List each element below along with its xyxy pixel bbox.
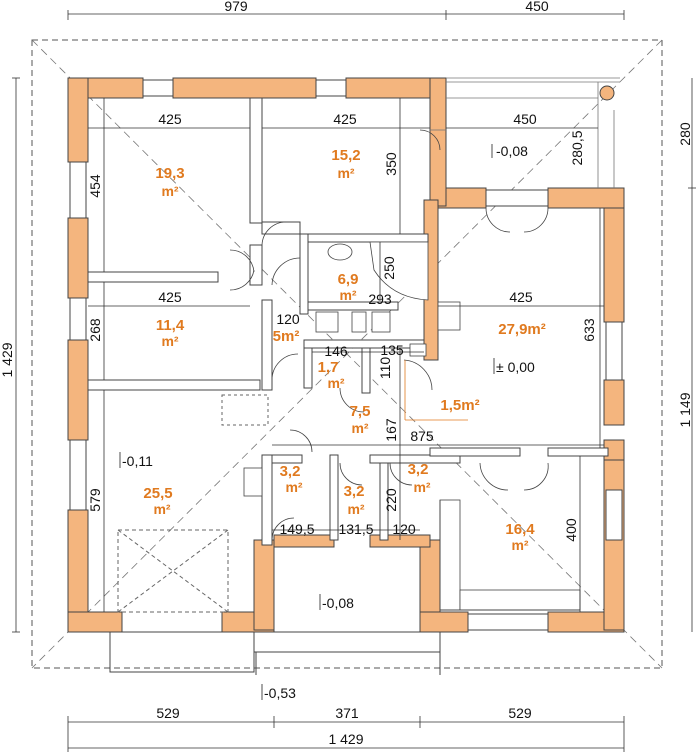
dim-1429-left: 1 429 bbox=[0, 342, 15, 377]
door-swings bbox=[229, 129, 549, 541]
dim-280: 280 bbox=[677, 122, 693, 146]
dim-875: 875 bbox=[410, 428, 434, 444]
dim-149-5: 149,5 bbox=[279, 521, 314, 537]
dim-425: 425 bbox=[158, 111, 182, 127]
room-area: 25,5 bbox=[143, 485, 172, 502]
room-area: 3,2 bbox=[408, 461, 429, 478]
kitchen-counter bbox=[439, 500, 580, 611]
dim-220: 220 bbox=[383, 488, 399, 512]
dimension-lines bbox=[12, 10, 696, 752]
room-unit: m² bbox=[511, 537, 528, 553]
dim-400: 400 bbox=[563, 518, 579, 542]
room-unit: m² bbox=[347, 501, 364, 517]
level-entry: -0,08 bbox=[322, 595, 354, 611]
dim-350: 350 bbox=[383, 152, 399, 176]
dim-110: 110 bbox=[377, 357, 393, 380]
dim-268: 268 bbox=[87, 318, 103, 342]
dim-425: 425 bbox=[509, 289, 533, 305]
dim-579: 579 bbox=[87, 488, 103, 512]
level-marks bbox=[119, 144, 495, 700]
dim-146: 146 bbox=[324, 343, 348, 359]
dim-250: 250 bbox=[381, 256, 397, 280]
dim-529-right: 529 bbox=[508, 705, 532, 721]
room-area: 11,4 bbox=[156, 317, 185, 334]
room-unit: m² bbox=[337, 165, 354, 181]
dim-120: 120 bbox=[392, 521, 416, 537]
room-area: 27,9m² bbox=[498, 321, 546, 338]
room-area: 3,2 bbox=[344, 483, 365, 500]
dim-371: 371 bbox=[335, 705, 359, 721]
room-unit: m² bbox=[161, 333, 178, 349]
entry-steps bbox=[109, 631, 441, 675]
level-garage: -0,11 bbox=[122, 453, 153, 469]
terrace-rail bbox=[430, 77, 620, 188]
room-unit: m² bbox=[327, 375, 344, 391]
dim-425: 425 bbox=[333, 111, 357, 127]
garage-line bbox=[117, 529, 229, 613]
room-unit: m² bbox=[161, 183, 178, 199]
room-unit: m² bbox=[339, 287, 356, 303]
level-outside: -0,53 bbox=[264, 685, 296, 701]
dim-280-5: 280,5 bbox=[569, 130, 585, 165]
level-main: ± 0,00 bbox=[496, 359, 535, 375]
dim-167: 167 bbox=[383, 418, 399, 442]
windows bbox=[69, 79, 623, 631]
level-terrace: -0,08 bbox=[496, 143, 528, 159]
dim-450: 450 bbox=[513, 111, 537, 127]
room-area: 16,4 bbox=[505, 521, 535, 538]
dim-529-left: 529 bbox=[156, 705, 180, 721]
garage-door bbox=[117, 529, 229, 613]
room-area: 7,5 bbox=[350, 403, 371, 420]
room-area: 1,5m² bbox=[440, 397, 479, 414]
room-unit: m² bbox=[153, 501, 170, 517]
dim-450: 450 bbox=[525, 0, 549, 14]
chimney-icon bbox=[599, 85, 615, 101]
room-area: 1,7 bbox=[318, 359, 339, 376]
room-unit: m² bbox=[351, 420, 368, 436]
room-area: 3,2 bbox=[280, 463, 301, 480]
dim-633: 633 bbox=[581, 318, 597, 342]
garage-line bbox=[117, 529, 229, 613]
roof-outline bbox=[31, 39, 663, 669]
dim-135: 135 bbox=[380, 342, 404, 358]
dim-425: 425 bbox=[158, 289, 182, 305]
room-area: 6,9 bbox=[338, 271, 359, 288]
room-unit: m² bbox=[413, 479, 430, 495]
dim-131-5: 131,5 bbox=[338, 521, 373, 537]
room-area: 5m² bbox=[273, 328, 300, 345]
dim-293: 293 bbox=[368, 291, 392, 307]
room-area: 19,3 bbox=[155, 165, 184, 182]
hatch-outline bbox=[221, 394, 269, 426]
dim-454: 454 bbox=[87, 174, 103, 198]
dim-120: 120 bbox=[276, 311, 300, 327]
room-area: 15,2 bbox=[331, 147, 360, 164]
bath-fixtures bbox=[243, 241, 581, 611]
dim-1429-bottom: 1 429 bbox=[328, 731, 363, 747]
interior-walls bbox=[87, 97, 609, 546]
room-unit: m² bbox=[285, 479, 302, 495]
dim-979: 979 bbox=[224, 0, 248, 14]
roof-ridge-line bbox=[31, 39, 663, 669]
dim-1149: 1 149 bbox=[677, 392, 693, 427]
walls bbox=[67, 77, 625, 633]
